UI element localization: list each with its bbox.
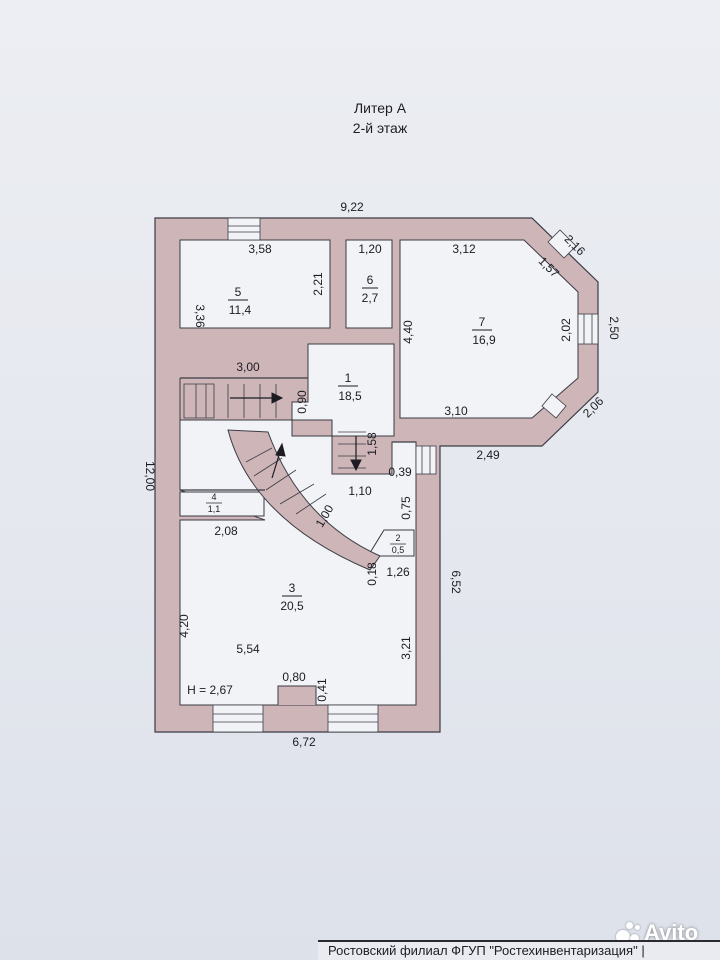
dim-wall-075: 0,75 [399, 496, 413, 520]
dim-bottom-total: 6,72 [292, 735, 316, 749]
plan-title: Литер А [353, 100, 407, 116]
dim-r7-left: 4,40 [401, 320, 415, 344]
dim-niche-width: 0,80 [282, 670, 306, 684]
dim-r5-left: 3,36 [193, 304, 207, 328]
dim-bay-side: 2,50 [607, 316, 621, 340]
room-6-number: 6 [367, 273, 374, 287]
dim-right-lower: 6,52 [449, 570, 463, 594]
room-2-floor [367, 529, 415, 557]
dim-r4-width: 2,08 [214, 524, 238, 538]
dim-r5-right: 2,21 [311, 272, 325, 296]
dim-gap: 0,39 [388, 465, 412, 479]
stair-treads [183, 383, 366, 515]
dim-niche-depth: 0,41 [315, 678, 329, 702]
upper-hall-floor [291, 343, 395, 437]
room-4-area: 1,1 [208, 504, 221, 514]
dim-r2-height: 0,18 [365, 562, 379, 586]
dim-stair-small: 1,58 [365, 432, 379, 456]
dim-r2-width: 1,26 [386, 565, 410, 579]
room-7-floor [399, 239, 579, 419]
room-7-area: 16,9 [472, 333, 496, 347]
room-7-number: 7 [479, 315, 486, 329]
dim-r7-top: 3,12 [452, 242, 476, 256]
ceiling-height-note: Н = 2,67 [187, 683, 233, 697]
room-4-floor [179, 491, 265, 517]
dim-r5-top: 3,58 [248, 242, 272, 256]
room-5-floor [179, 239, 331, 329]
dim-top-total: 9,22 [340, 200, 364, 214]
dim-r3-left: 4,20 [177, 614, 191, 638]
room-labels: 5 11,4 6 2,7 7 16,9 1 18,5 4 1,1 2 0,5 3… [206, 273, 496, 613]
room-2-area: 0,5 [392, 545, 405, 555]
room-1-area: 18,5 [338, 389, 362, 403]
window-icons [212, 217, 599, 733]
dim-landing: 1,10 [348, 484, 372, 498]
room-1-number: 1 [345, 371, 352, 385]
room-6-floor [345, 239, 393, 329]
room-3-area: 20,5 [280, 599, 304, 613]
footer-stamp: Ростовский филиал ФГУП "Ростехинвентариз… [318, 940, 720, 960]
dim-r5-bottom: 3,00 [236, 360, 260, 374]
dim-left-total: 12,00 [143, 461, 157, 491]
dim-r6-top: 1,20 [358, 242, 382, 256]
room-3-number: 3 [289, 581, 296, 595]
stair-arrow-icons [230, 392, 362, 479]
dim-ledge: 2,49 [476, 448, 500, 462]
dim-r7-bottom: 3,10 [444, 404, 468, 418]
dim-r3-right: 3,21 [399, 636, 413, 660]
room-5-number: 5 [235, 285, 242, 299]
room-5-area: 11,4 [229, 303, 252, 317]
room-2-number: 2 [395, 533, 400, 543]
dim-step-width: 0,90 [295, 390, 309, 414]
dim-bay-inner-side: 2,02 [559, 318, 573, 342]
floor-label: 2-й этаж [352, 120, 408, 136]
stair-curve [227, 429, 381, 571]
dim-r3-inner: 5,54 [236, 642, 260, 656]
entrance-niche [277, 685, 317, 705]
room-6-area: 2,7 [362, 291, 379, 305]
room-4-number: 4 [211, 492, 216, 502]
